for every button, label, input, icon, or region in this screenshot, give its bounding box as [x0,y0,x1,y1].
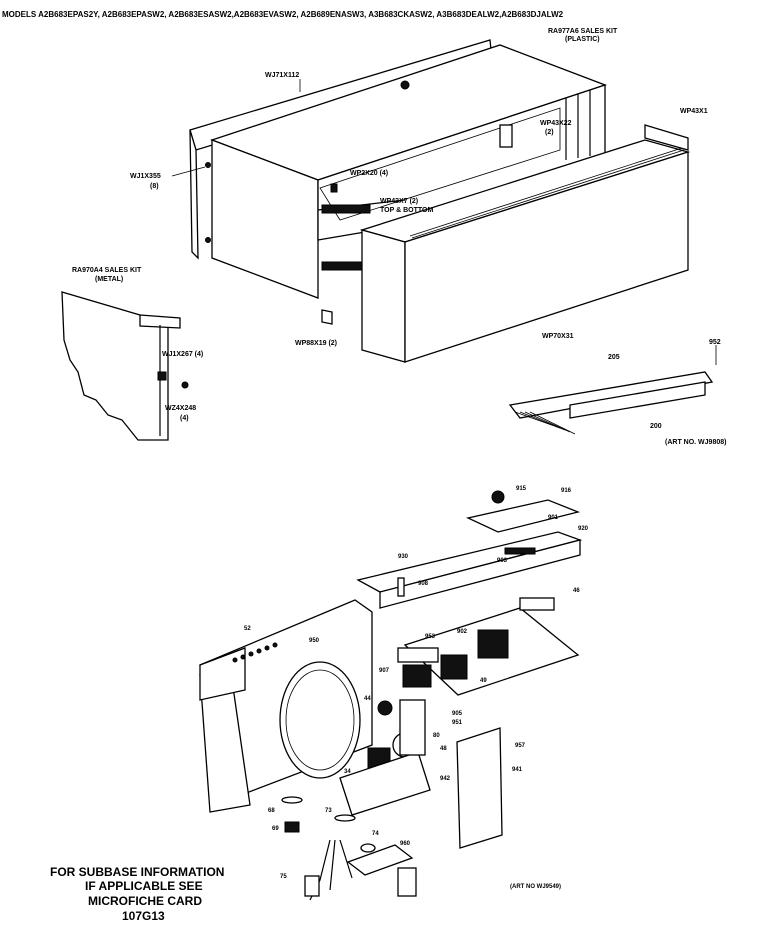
note-line-1: FOR SUBBASE INFORMATION [50,865,224,879]
label-wz4x248: WZ4X248 [165,405,196,412]
callout-46: 46 [573,588,580,594]
label-wj1x267: WJ1X267 (4) [162,351,203,358]
callout-903: 903 [497,558,508,564]
label-wp43x7: WP43X7 (2) [380,198,418,205]
wp88x19-clip [321,309,333,325]
callout-905: 905 [452,711,463,717]
label-wz4x248-qty: (4) [180,415,189,422]
sales-kit-metal [61,291,189,441]
callout-52: 52 [244,626,251,632]
label-ra970a4: RA970A4 SALES KIT [72,267,142,274]
label-205: 205 [608,354,620,361]
callout-930: 930 [398,554,409,560]
callout-915: 915 [516,486,527,492]
label-wj71x112: WJ71X112 [265,72,299,79]
callout-916: 916 [561,488,572,494]
callout-34: 34 [344,769,351,775]
callout-908: 908 [418,581,429,587]
callout-942: 942 [440,776,451,782]
label-wp43x22: WP43X22 [540,120,572,127]
label-wp2x20: WP2X20 (4) [350,170,388,177]
label-wp43x1: WP43X1 [680,108,708,115]
model-list: MODELS A2B683EPAS2Y, A2B683EPASW2, A2B68… [2,10,564,19]
label-ra970a4-sub: (METAL) [95,276,123,283]
callout-902: 902 [457,629,468,635]
label-art-top: (ART NO. WJ9808) [665,439,726,446]
label-952: 952 [709,339,721,346]
callout-901: 901 [548,515,559,521]
label-200: 200 [650,423,662,430]
callout-920: 920 [578,526,589,532]
cabinet-assembly [189,39,607,299]
callout-941: 941 [512,767,523,773]
wp43x1-bracket [644,124,689,151]
label-wp70x31: WP70X31 [542,333,574,340]
callout-950: 950 [309,638,320,644]
label-wj1x355-qty: (8) [150,183,159,190]
label-wp43x22-qty: (2) [545,129,554,136]
callout-68: 68 [268,808,275,814]
note-line-2: IF APPLICABLE SEE [85,879,203,893]
callout-44: 44 [364,696,371,702]
front-panel [359,139,691,363]
callout-953: 953 [425,634,436,640]
label-wp88x19: WP88X19 (2) [295,340,337,347]
callout-69: 69 [272,826,279,832]
callout-75: 75 [280,874,287,880]
note-line-3: MICROFICHE CARD [88,894,202,908]
callout-49: 49 [480,678,487,684]
label-art-bottom: (ART NO WJ9549) [510,884,561,890]
callout-48: 48 [440,746,447,752]
chassis-assembly [199,490,583,901]
callout-80: 80 [433,733,440,739]
callout-907: 907 [379,668,390,674]
label-ra977a6-sub: (PLASTIC) [565,36,600,43]
label-wp43x7-sub: TOP & BOTTOM [380,207,433,214]
label-wj1x355: WJ1X355 [130,173,161,180]
callout-951: 951 [452,720,463,726]
rail-kit [508,371,714,435]
note-line-4: 107G13 [122,909,165,923]
callout-960: 960 [400,841,411,847]
callout-73: 73 [325,808,332,814]
label-ra977a6: RA977A6 SALES KIT [548,28,618,35]
callout-957: 957 [515,743,526,749]
callout-74: 74 [372,831,379,837]
